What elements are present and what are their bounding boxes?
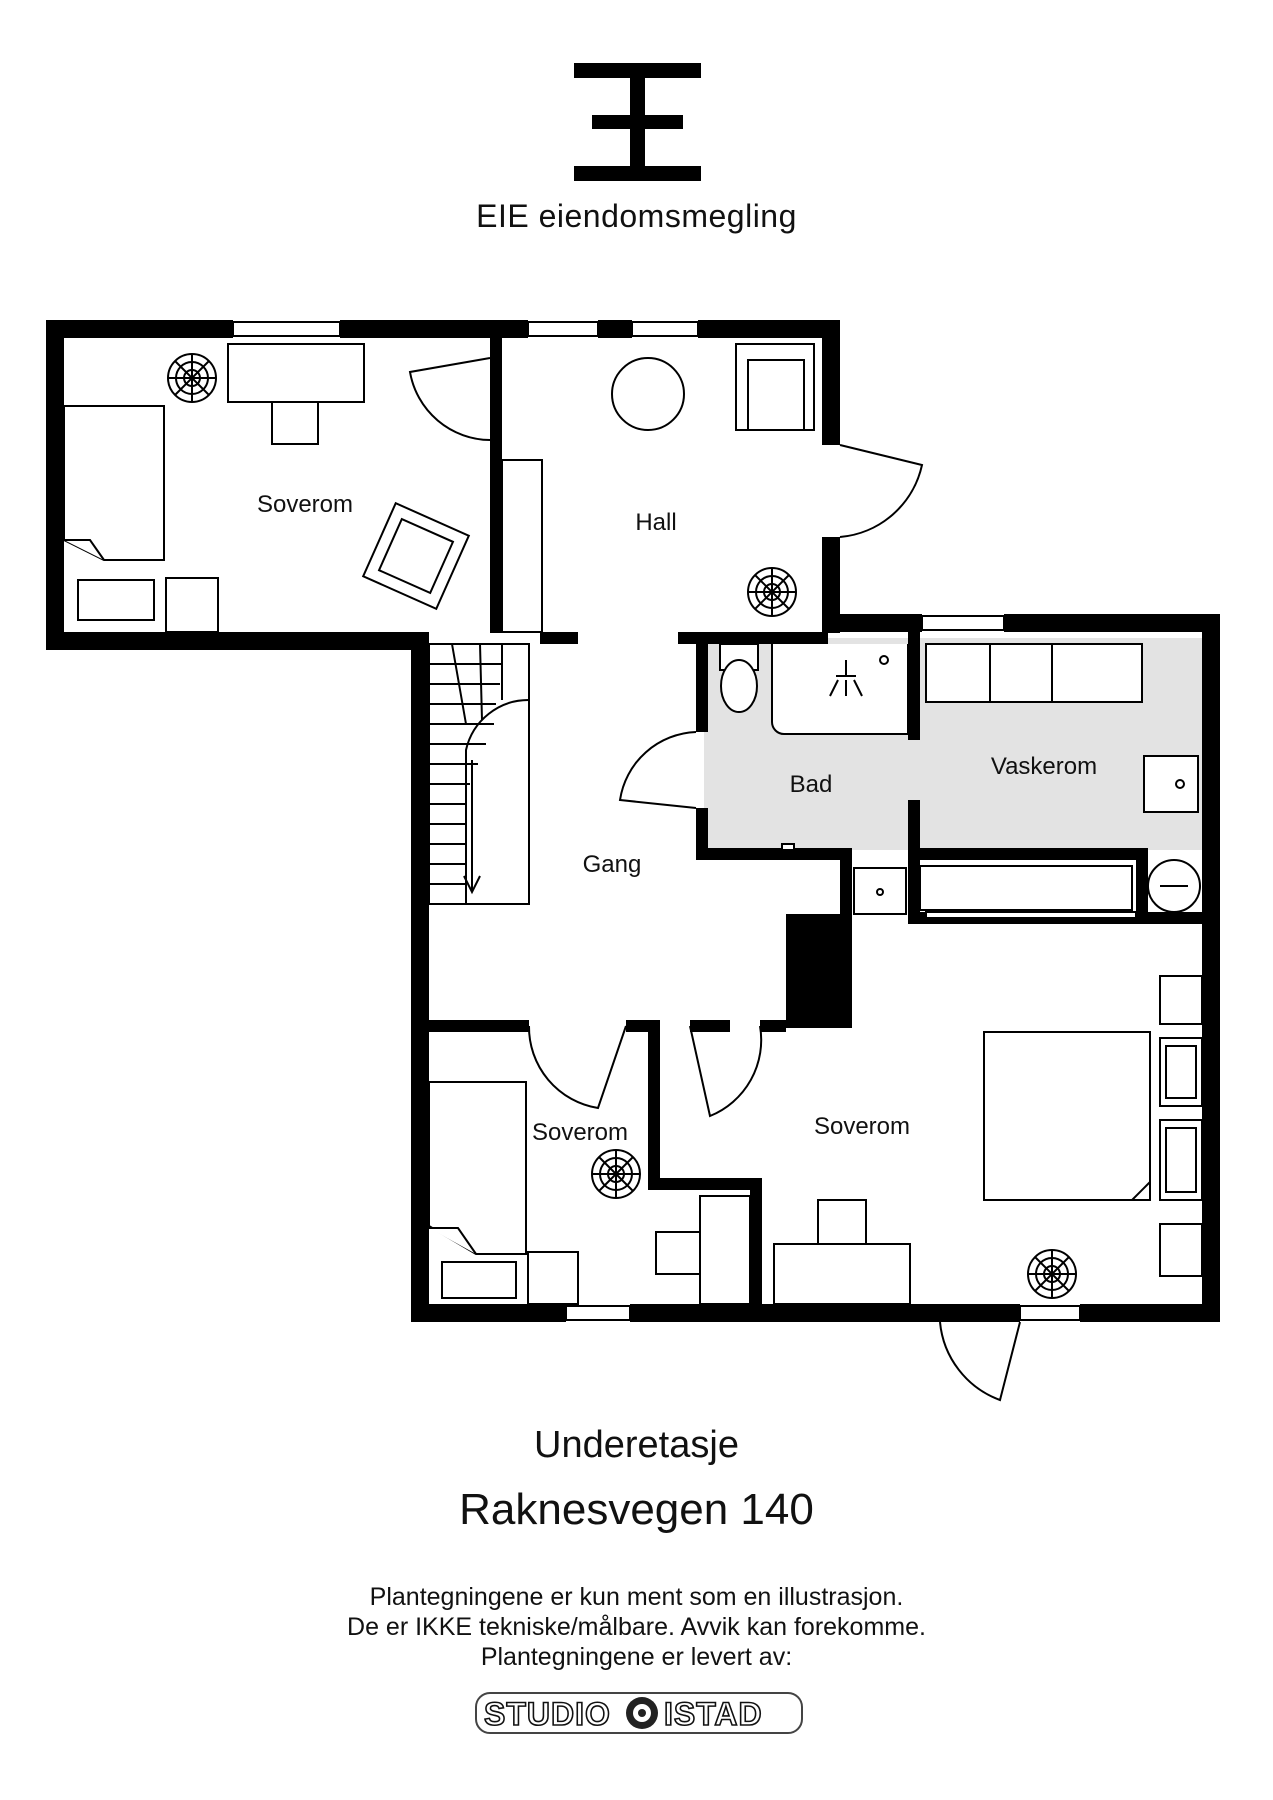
disclaimer-line-1: Plantegningene er kun ment som en illust…	[369, 1583, 904, 1611]
plant-icon	[167, 353, 1077, 1299]
room-label-soverom-large: Soverom	[814, 1113, 910, 1140]
room-label-hall: Hall	[635, 509, 676, 536]
room-label-vaskerom: Vaskerom	[991, 753, 1097, 780]
staircase	[428, 643, 530, 905]
studio-logo-right: ISTAD	[664, 1696, 763, 1732]
floor-plan: Soverom Hall Bad Vaskerom Gang Soverom S…	[46, 320, 1220, 1402]
room-label-soverom-small: Soverom	[532, 1119, 628, 1146]
disclaimer-line-2: De er IKKE tekniske/målbare. Avvik kan f…	[347, 1613, 926, 1641]
disclaimer-line-3: Plantegningene er levert av:	[480, 1643, 793, 1671]
doors	[408, 357, 1021, 1402]
floor-name: Underetasje	[534, 1424, 739, 1466]
room-label-bad: Bad	[790, 771, 833, 798]
brand-name: EIE eiendomsmegling	[476, 198, 797, 234]
room-label-gang: Gang	[583, 851, 642, 878]
windows	[232, 321, 1081, 1321]
furniture	[63, 343, 1203, 1305]
disclaimer: Plantegningene er kun ment som en illust…	[0, 1582, 1273, 1672]
studio-istad-logo-icon: STUDIO ISTAD	[475, 1692, 803, 1734]
eie-logo-icon	[574, 63, 701, 181]
room-label-soverom-top: Soverom	[257, 491, 353, 518]
address: Raknesvegen 140	[459, 1485, 814, 1534]
studio-logo-left: STUDIO	[484, 1696, 611, 1732]
walls	[46, 320, 1220, 1322]
